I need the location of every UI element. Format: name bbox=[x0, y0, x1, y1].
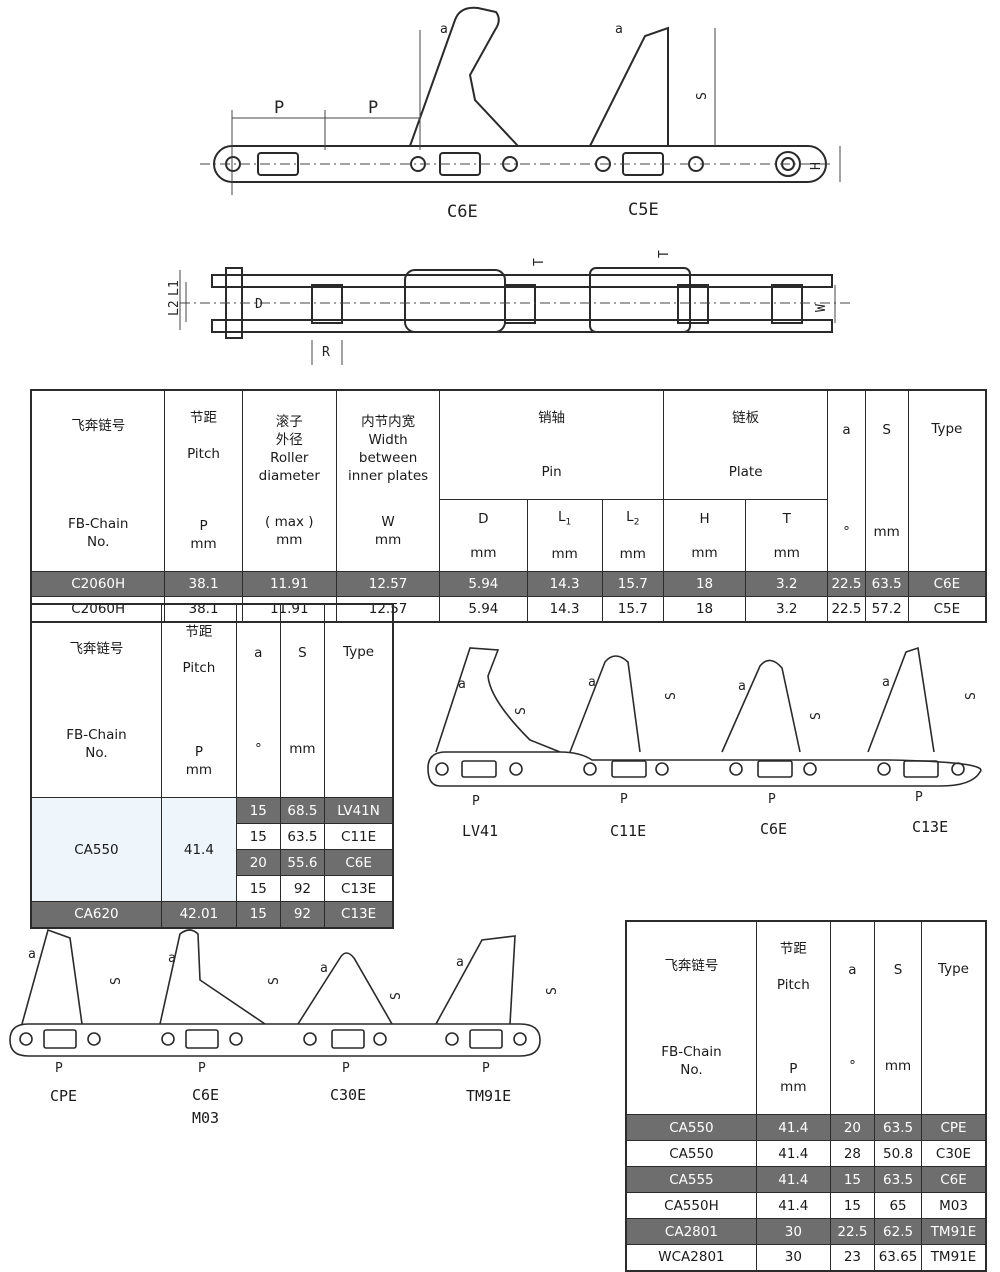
top-chain-drawing: P P a a S H C6E C5E L2 L1 D R T T W bbox=[167, 6, 850, 365]
type-label-c5e-top: C5E bbox=[628, 200, 659, 220]
svg-text:S: S bbox=[267, 977, 282, 985]
svg-text:S: S bbox=[664, 692, 679, 700]
pitch-header: 节距 Pitch P mm bbox=[160, 603, 237, 798]
table-row: 15 92 C13E bbox=[31, 875, 394, 902]
svg-text:P: P bbox=[342, 1061, 350, 1076]
pitch-label-1: P bbox=[274, 98, 284, 118]
h-label: H bbox=[809, 162, 824, 170]
t-label-2: T bbox=[657, 250, 672, 258]
s-header: S mm bbox=[874, 920, 922, 1115]
pitch-label-2: P bbox=[368, 98, 378, 118]
svg-text:a: a bbox=[882, 675, 890, 690]
l2-label: L2 bbox=[167, 300, 182, 316]
r-label: R bbox=[322, 345, 330, 360]
type-label-c13e: C13E bbox=[912, 818, 949, 836]
chain-no-header: 飞奔链号 FB-Chain No. bbox=[625, 920, 757, 1115]
roller-header: 滚子 外径 Roller diameter ( max ) mm bbox=[241, 389, 337, 572]
svg-text:a: a bbox=[738, 679, 746, 694]
type-label-cpe: CPE bbox=[50, 1087, 78, 1105]
pitch-header: 节距 Pitch P mm bbox=[755, 920, 831, 1115]
type-label-c6e-bottom: C6E bbox=[192, 1086, 220, 1104]
svg-text:a: a bbox=[28, 947, 36, 962]
spec-table-ca550-wca2801: 飞奔链号 FB-Chain No. 节距 Pitch P mm a ° S mm… bbox=[625, 920, 987, 1272]
svg-text:P: P bbox=[768, 792, 776, 807]
type-label-c6e-top: C6E bbox=[447, 202, 478, 222]
svg-text:S: S bbox=[964, 692, 979, 700]
svg-text:a: a bbox=[458, 677, 466, 692]
t-label-1: T bbox=[532, 258, 547, 266]
svg-text:a: a bbox=[456, 955, 464, 970]
type-label-c6e-mid: C6E bbox=[760, 820, 788, 838]
svg-text:S: S bbox=[545, 987, 560, 995]
chain-no-header: 飞奔链号 FB-Chain No. bbox=[30, 603, 162, 798]
svg-text:a: a bbox=[588, 675, 596, 690]
d-label: D bbox=[255, 297, 263, 312]
svg-text:P: P bbox=[482, 1061, 490, 1076]
type-label-m03: M03 bbox=[192, 1109, 220, 1127]
svg-text:a: a bbox=[168, 951, 176, 966]
table-row: CA550 41.4 15 68.5 LV41N bbox=[30, 797, 394, 902]
type-label-c11e: C11E bbox=[610, 822, 647, 840]
svg-text:a: a bbox=[320, 961, 328, 976]
type-label-c30e: C30E bbox=[330, 1086, 367, 1104]
w-label: W bbox=[814, 304, 829, 312]
angle-label-1: a bbox=[440, 22, 448, 37]
spec-table-c2060h: 飞奔链号 FB-Chain No. 节距 Pitch P mm 滚子 外径 Ro… bbox=[30, 389, 987, 623]
svg-text:P: P bbox=[915, 790, 923, 805]
chain-no-header: 飞奔链号 FB-Chain No. bbox=[30, 389, 166, 572]
type-header: Type bbox=[324, 603, 394, 798]
a-header: a ° bbox=[829, 920, 876, 1115]
a-header: a ° bbox=[235, 603, 281, 798]
svg-text:S: S bbox=[389, 992, 404, 1000]
svg-text:S: S bbox=[109, 977, 124, 985]
table-row: 15 63.5 C11E bbox=[31, 823, 394, 850]
type-label-lv41: LV41 bbox=[462, 822, 499, 840]
svg-text:P: P bbox=[472, 794, 480, 809]
l1-label: L1 bbox=[167, 280, 182, 296]
svg-text:P: P bbox=[198, 1061, 206, 1076]
s-label: S bbox=[695, 92, 710, 100]
table-row: C2060H 38.1 11.91 12.57 5.94 14.3 15.7 1… bbox=[30, 571, 987, 597]
type-label-tm91e: TM91E bbox=[466, 1087, 512, 1105]
s-header: S mm bbox=[279, 603, 326, 798]
a-header: a ° bbox=[827, 389, 866, 572]
angle-label-2: a bbox=[615, 22, 623, 37]
plate-header: 链板 Plate bbox=[662, 389, 829, 500]
svg-text:S: S bbox=[514, 707, 529, 715]
type-header: Type bbox=[907, 389, 987, 572]
table-row: CA620 42.01 15 92 C13E bbox=[30, 901, 394, 928]
svg-text:P: P bbox=[55, 1061, 63, 1076]
table-row: 20 55.6 C6E bbox=[31, 849, 394, 876]
svg-text:S: S bbox=[809, 712, 824, 720]
spec-table-ca550-ca620: 飞奔链号 FB-Chain No. 节距 Pitch P mm a ° S mm… bbox=[30, 603, 394, 929]
s-header: S mm bbox=[864, 389, 909, 572]
type-header: Type bbox=[920, 920, 987, 1115]
pin-header: 销轴 Pin bbox=[439, 389, 664, 500]
svg-text:P: P bbox=[620, 792, 628, 807]
width-header: 内节内宽 Width between inner plates W mm bbox=[335, 389, 441, 572]
pitch-header: 节距 Pitch P mm bbox=[164, 389, 243, 572]
